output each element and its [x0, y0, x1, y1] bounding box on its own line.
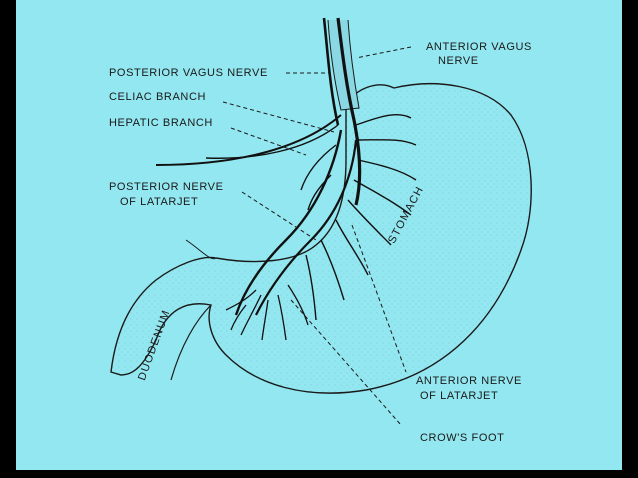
label-hepatic-branch: HEPATIC BRANCH — [109, 117, 213, 129]
anterior-vagus-trunk — [336, 17, 362, 206]
stomach-anatomy-drawing — [110, 17, 532, 426]
anterior-latarjet-nerve — [255, 139, 358, 316]
diagram-slide: ANTERIOR VAGUS NERVE POSTERIOR VAGUS NER… — [16, 0, 622, 470]
label-celiac-branch: CELIAC BRANCH — [109, 91, 207, 103]
label-posterior-latarjet-line1: POSTERIOR NERVE — [109, 181, 224, 193]
leader-lines — [222, 46, 412, 426]
label-anterior-vagus-line2: NERVE — [438, 55, 479, 67]
pylorus-line — [185, 239, 217, 260]
crows-foot-branches — [225, 284, 309, 341]
duodenum-inner-line — [170, 304, 212, 381]
label-anterior-vagus-line1: ANTERIOR VAGUS — [426, 41, 532, 53]
stomach-outline — [110, 83, 532, 394]
posterior-vagus-trunk — [322, 17, 340, 126]
label-posterior-vagus-nerve: POSTERIOR VAGUS NERVE — [109, 67, 268, 79]
label-crows-foot: CROW'S FOOT — [420, 432, 505, 444]
posterior-latarjet-nerve — [234, 129, 343, 316]
hepatic-branch-nerve — [155, 114, 342, 166]
label-anterior-latarjet-line1: ANTERIOR NERVE — [416, 375, 522, 387]
celiac-branch-nerve — [205, 124, 339, 159]
label-anterior-latarjet-line2: OF LATARJET — [420, 390, 499, 402]
label-posterior-latarjet-line2: OF LATARJET — [120, 196, 199, 208]
gastric-branches — [300, 114, 417, 321]
